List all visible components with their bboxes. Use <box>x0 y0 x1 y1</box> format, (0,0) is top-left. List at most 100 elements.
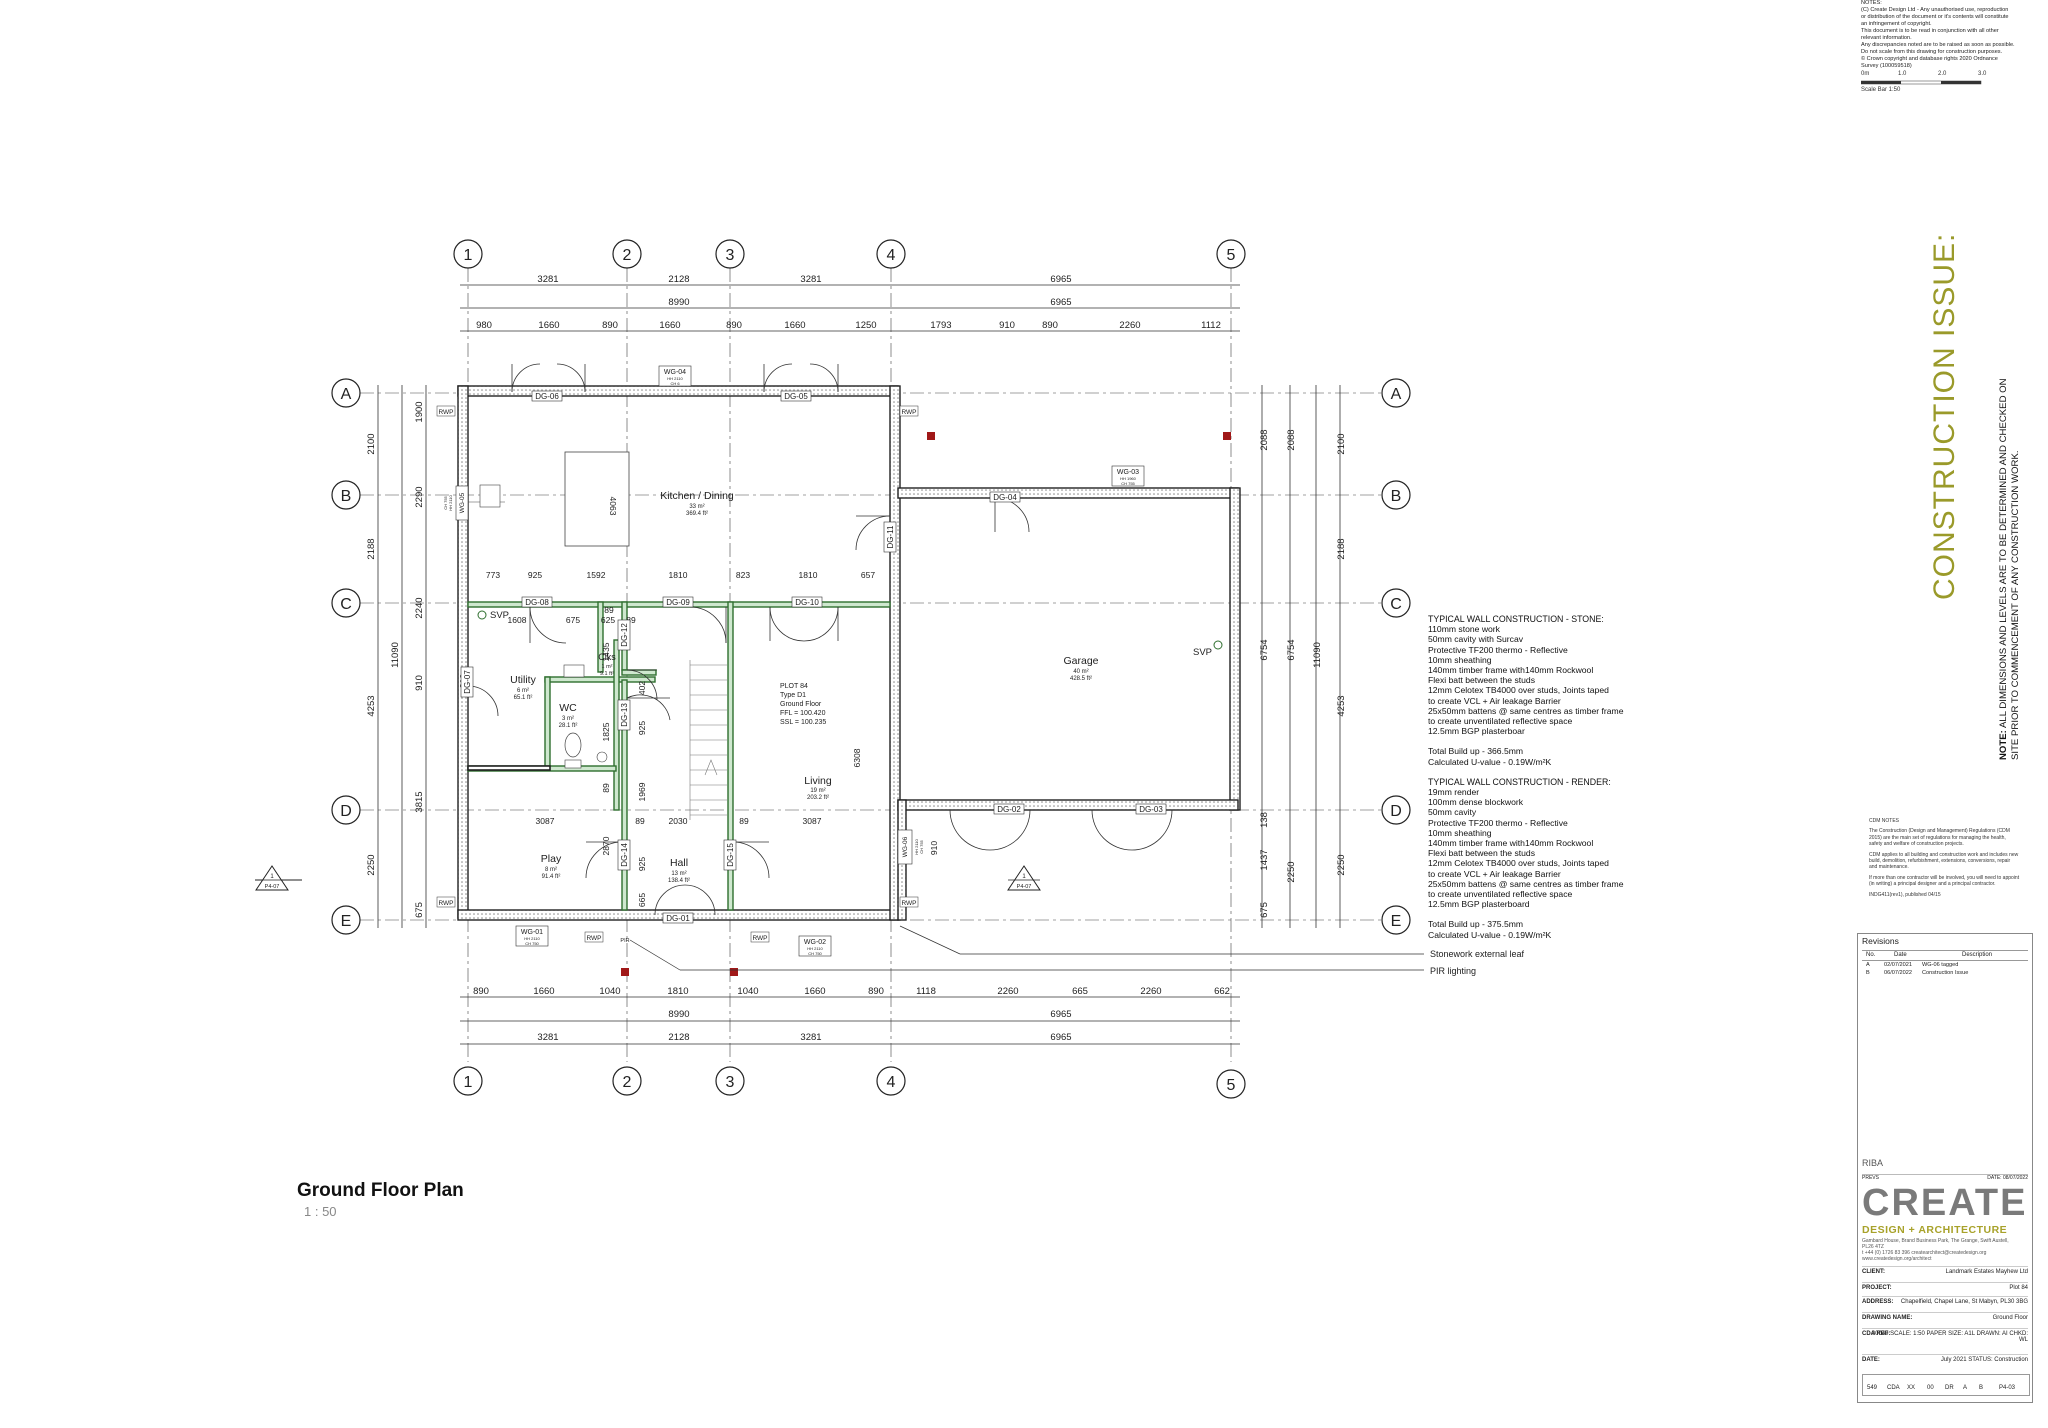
tb-note-line: NOTES: <box>1861 0 1882 6</box>
svg-text:89: 89 <box>635 816 645 826</box>
svg-text:2088: 2088 <box>1259 429 1270 450</box>
svg-text:9.1 ft²: 9.1 ft² <box>600 671 614 677</box>
stone-line: to create unventilated reflective space <box>1428 716 1573 727</box>
svg-text:665: 665 <box>1072 986 1088 997</box>
interior-dimension-texts: 773 925 1592 1810 823 1810 657 1608 675 … <box>458 497 939 908</box>
note-line-2: SITE PRIOR TO COMMENCEMENT OF ANY CONSTR… <box>2010 450 2021 760</box>
door-tag-dg-05: DG-05 <box>780 390 812 402</box>
vertical-dimension-texts: 2100 2188 4253 2250 11090 1900 2290 2240… <box>366 401 1347 918</box>
svg-text:1: 1 <box>1022 874 1026 880</box>
svg-text:980: 980 <box>476 320 492 331</box>
svg-text:925: 925 <box>637 857 647 871</box>
svg-text:910: 910 <box>999 320 1015 331</box>
prev-label: PREVS <box>1862 1175 1879 1181</box>
svg-text:Clks: Clks <box>598 652 616 662</box>
note-line-1: ALL DIMENSIONS AND LEVELS ARE TO BE DETE… <box>1998 378 2009 731</box>
grid-bubble-5-bottom: 5 <box>1216 1069 1246 1099</box>
grid-bubble-D-right: D <box>1381 795 1411 825</box>
svg-text:Play: Play <box>541 853 562 865</box>
render-u-value: Calculated U-value - 0.19W/m²K <box>1428 929 1552 940</box>
svg-text:1969: 1969 <box>637 782 647 801</box>
svg-text:3281: 3281 <box>537 274 558 285</box>
svg-text:DG-10: DG-10 <box>795 598 819 607</box>
svg-text:89: 89 <box>601 783 611 793</box>
scale-bar: 0m 1.0 2.0 3.0 Scale Bar 1:50 <box>1861 71 2021 96</box>
tb-field-project: PROJECT:Plot 84 <box>1862 1282 2028 1291</box>
svg-text:1118: 1118 <box>916 986 936 997</box>
svg-text:890: 890 <box>1042 320 1058 331</box>
svg-text:C: C <box>1390 596 1402 613</box>
svg-text:6965: 6965 <box>1050 1032 1071 1043</box>
svg-text:2290: 2290 <box>414 486 425 507</box>
svg-text:Living: Living <box>804 775 832 787</box>
pir-light-marker <box>621 968 629 976</box>
door-tag-dg-07: DG-07 <box>460 666 474 698</box>
svg-text:DG-06: DG-06 <box>535 392 559 401</box>
svg-text:33 m²: 33 m² <box>689 504 704 510</box>
svg-text:2250: 2250 <box>1336 854 1347 875</box>
svg-text:4: 4 <box>887 247 896 264</box>
svg-text:FFL = 100.420: FFL = 100.420 <box>780 710 826 717</box>
render-buildup: Total Build up - 375.5mm <box>1428 919 1524 930</box>
svg-text:1660: 1660 <box>659 320 680 331</box>
svg-text:2088: 2088 <box>1286 429 1297 450</box>
titleblock-notes: NOTES: (C) Create Design Ltd - Any unaut… <box>1861 0 2021 70</box>
grid-bubble-E-right: E <box>1381 905 1411 935</box>
svg-text:3815: 3815 <box>414 791 425 812</box>
svg-text:2250: 2250 <box>1286 861 1297 882</box>
door-tag-dg-12: DG-12 <box>617 619 631 651</box>
svg-text:2: 2 <box>623 247 632 264</box>
pir-light-marker <box>1223 432 1231 440</box>
rwp-tag: RWP <box>584 931 604 943</box>
address-line: www.createdesign.org/architect <box>1862 1256 1932 1262</box>
svg-text:HH 1960: HH 1960 <box>1120 476 1137 481</box>
revision-row: B 06/07/2022 Construction Issue <box>1862 969 2028 977</box>
address-line: Gambard House, Brand Business Park, The … <box>1862 1238 2009 1244</box>
svg-text:1592: 1592 <box>587 570 606 580</box>
svg-text:3281: 3281 <box>800 1032 821 1043</box>
svg-text:2250: 2250 <box>366 854 377 875</box>
number-cell: A <box>1963 1385 1968 1391</box>
svg-text:11090: 11090 <box>390 642 401 668</box>
svg-text:Type D1: Type D1 <box>780 692 806 699</box>
note-bold: NOTE: <box>1998 730 2009 760</box>
svg-text:6 m²: 6 m² <box>517 688 529 694</box>
tb-field-drawing-name: DRAWING NAME:Ground Floor <box>1862 1312 2028 1321</box>
door-tag-dg-02: DG-02 <box>993 803 1025 815</box>
door-tags: DG-06 DG-05 DG-04 DG-11 DG-08 DG-09 DG-1… <box>460 390 1167 924</box>
leader-stonework: Stonework external leaf <box>1430 949 1525 959</box>
svg-text:C: C <box>340 596 352 613</box>
grid-bubble-1-top: 1 <box>453 239 483 269</box>
grid-bubbles: 1 2 3 4 5 1 2 3 4 5 A B C D E A B C D E <box>331 239 1411 1099</box>
address-line: t +44 (0) 1726 83 396 createarchitect@cr… <box>1862 1250 1987 1256</box>
svg-text:CH 750: CH 750 <box>808 951 822 956</box>
svg-text:CH 750: CH 750 <box>525 941 539 946</box>
svg-text:1435: 1435 <box>601 642 611 661</box>
tb-field-client: CLIENT:Landmark Estates Mayhew Ltd <box>1862 1266 2028 1275</box>
tb-note-line: Any discrepancies noted are to be raised… <box>1861 42 2015 48</box>
svg-text:1437: 1437 <box>1259 849 1270 870</box>
revisions-header: No. Date Description <box>1862 950 2028 961</box>
door-tag-dg-06: DG-06 <box>531 390 563 402</box>
drawing-title: Ground Floor Plan <box>297 1180 464 1201</box>
construction-issue-stamp: CONSTRUCTION ISSUE: <box>1928 232 1961 600</box>
rev-col-desc: Description <box>1962 952 1993 958</box>
drawing-number: 549 CDA XX 00 DR A B P4-03 <box>1862 1374 2030 1396</box>
svg-text:3: 3 <box>726 247 735 264</box>
cdm-notes: CDM NOTES The Construction (Design and M… <box>1869 818 2029 898</box>
svg-text:2870: 2870 <box>601 836 611 855</box>
svg-text:2: 2 <box>623 1074 632 1091</box>
company-logo: CREATE <box>1862 1182 2028 1224</box>
svg-text:1900: 1900 <box>414 401 425 422</box>
render-line: 10mm sheathing <box>1428 827 1492 838</box>
dimension-lines <box>377 284 1341 1045</box>
cdm-line: build, demolition, refurbishment, extens… <box>1869 858 2011 865</box>
grid-bubble-C-right: C <box>1381 588 1411 618</box>
grid-bubble-4-bottom: 4 <box>876 1066 906 1096</box>
svg-text:DG-05: DG-05 <box>784 392 808 401</box>
